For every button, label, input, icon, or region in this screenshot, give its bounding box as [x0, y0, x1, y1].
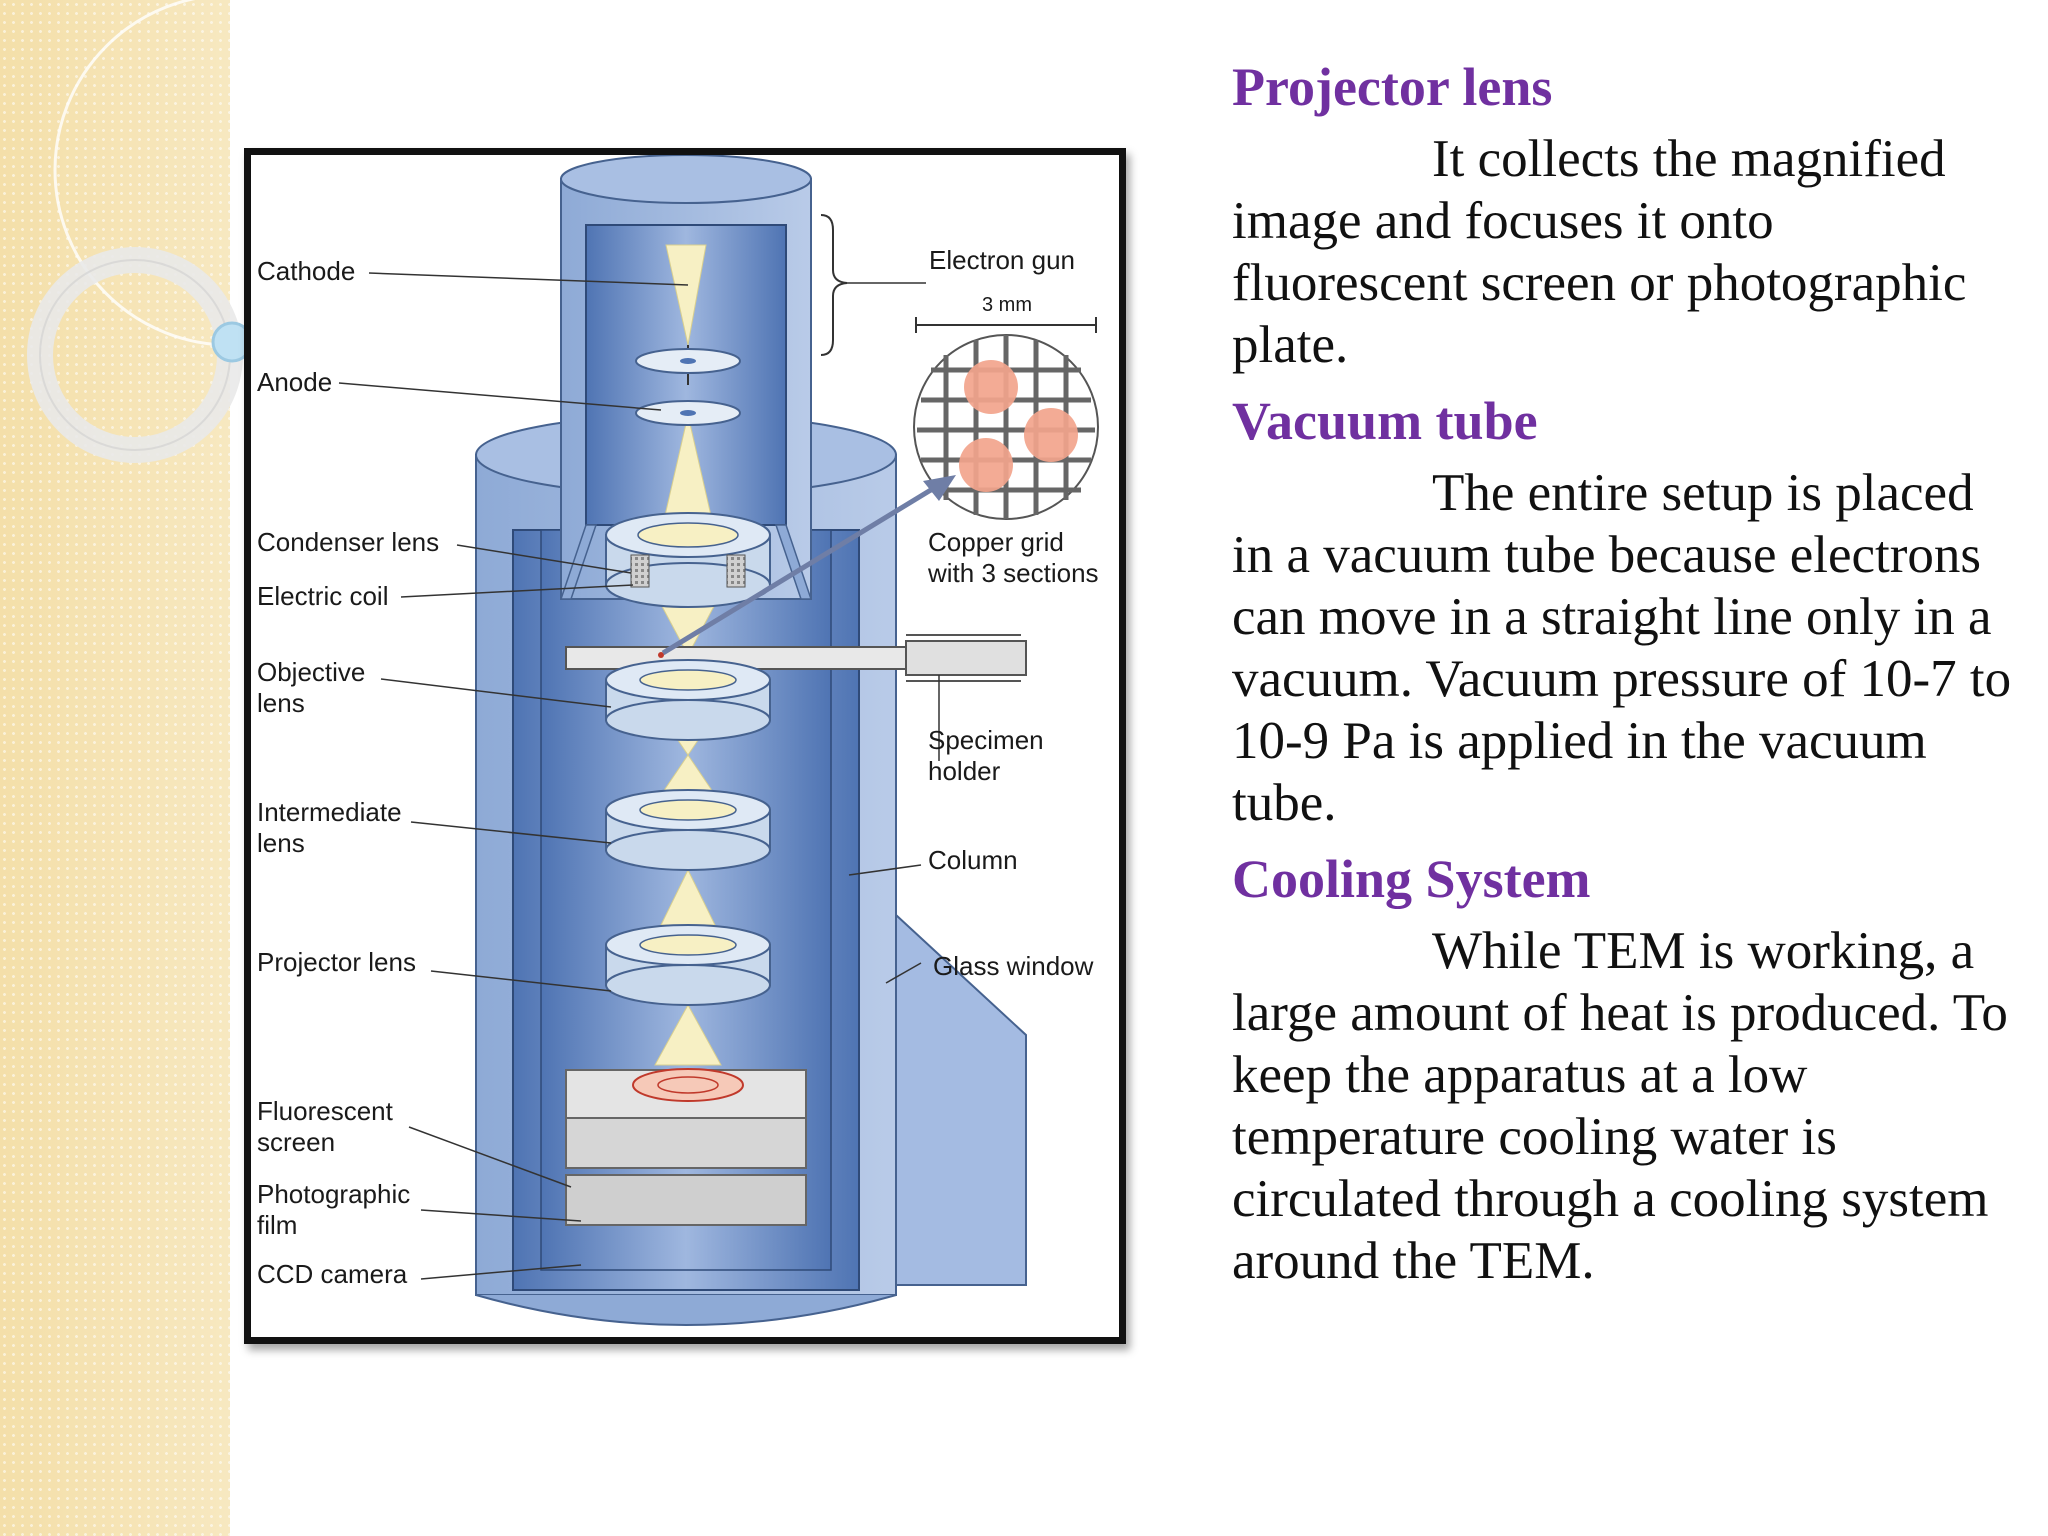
- label-fluorescent-screen-2: screen: [257, 1127, 335, 1157]
- copper-grid-inset: [913, 317, 1099, 520]
- label-ccd-camera: CCD camera: [257, 1259, 408, 1289]
- label-anode: Anode: [257, 367, 332, 397]
- heading-projector-lens: Projector lens: [1232, 57, 1553, 117]
- intermediate-lens: [605, 789, 771, 871]
- paragraph-cooling-system: While TEM is working, a large amount of …: [1232, 922, 2008, 1290]
- label-condenser-lens: Condenser lens: [257, 527, 439, 557]
- tem-diagram-svg: Cathode Anode Condenser lens Electric co…: [257, 155, 1099, 1326]
- label-intermediate-lens: Intermediate: [257, 797, 402, 827]
- label-electric-coil: Electric coil: [257, 581, 388, 611]
- label-objective-lens-2: lens: [257, 688, 305, 718]
- label-scale-3mm: 3 mm: [982, 294, 1032, 316]
- label-photographic-film: Photographic: [257, 1179, 410, 1209]
- label-intermediate-lens-2: lens: [257, 828, 305, 858]
- paragraph-projector-lens: It collects the magnified image and focu…: [1232, 130, 1967, 374]
- projector-lens-shape: [605, 924, 771, 1006]
- detector-stack: [565, 1068, 807, 1226]
- paragraph-vacuum-tube: The entire setup is placed in a vacuum t…: [1232, 464, 2012, 832]
- heading-cooling-system: Cooling System: [1232, 849, 1591, 909]
- label-projector-lens: Projector lens: [257, 947, 416, 977]
- arrow-to-grid: [661, 475, 956, 656]
- label-objective-lens: Objective: [257, 657, 365, 687]
- leader-lines: [338, 272, 940, 1280]
- label-copper-grid-2: with 3 sections: [927, 558, 1099, 588]
- label-copper-grid: Copper grid: [928, 527, 1064, 557]
- electron-gun-bracket: [820, 214, 848, 356]
- text-column: Projector lens It collects the magnified…: [1232, 56, 2012, 1306]
- heading-vacuum-tube: Vacuum tube: [1232, 391, 1538, 451]
- label-cathode: Cathode: [257, 256, 355, 286]
- condenser-lens: [605, 512, 771, 608]
- decorative-rings: [27, 0, 300, 463]
- label-specimen-holder-2: holder: [928, 756, 1001, 786]
- label-column: Column: [928, 845, 1018, 875]
- tem-diagram: Cathode Anode Condenser lens Electric co…: [244, 148, 1126, 1344]
- label-photographic-film-2: film: [257, 1210, 297, 1240]
- anode-plates: [635, 348, 741, 426]
- label-glass-window: Glass window: [933, 951, 1094, 981]
- label-electron-gun: Electron gun: [929, 245, 1075, 275]
- label-fluorescent-screen: Fluorescent: [257, 1096, 394, 1126]
- objective-lens: [605, 659, 771, 741]
- label-specimen-holder: Specimen: [928, 725, 1044, 755]
